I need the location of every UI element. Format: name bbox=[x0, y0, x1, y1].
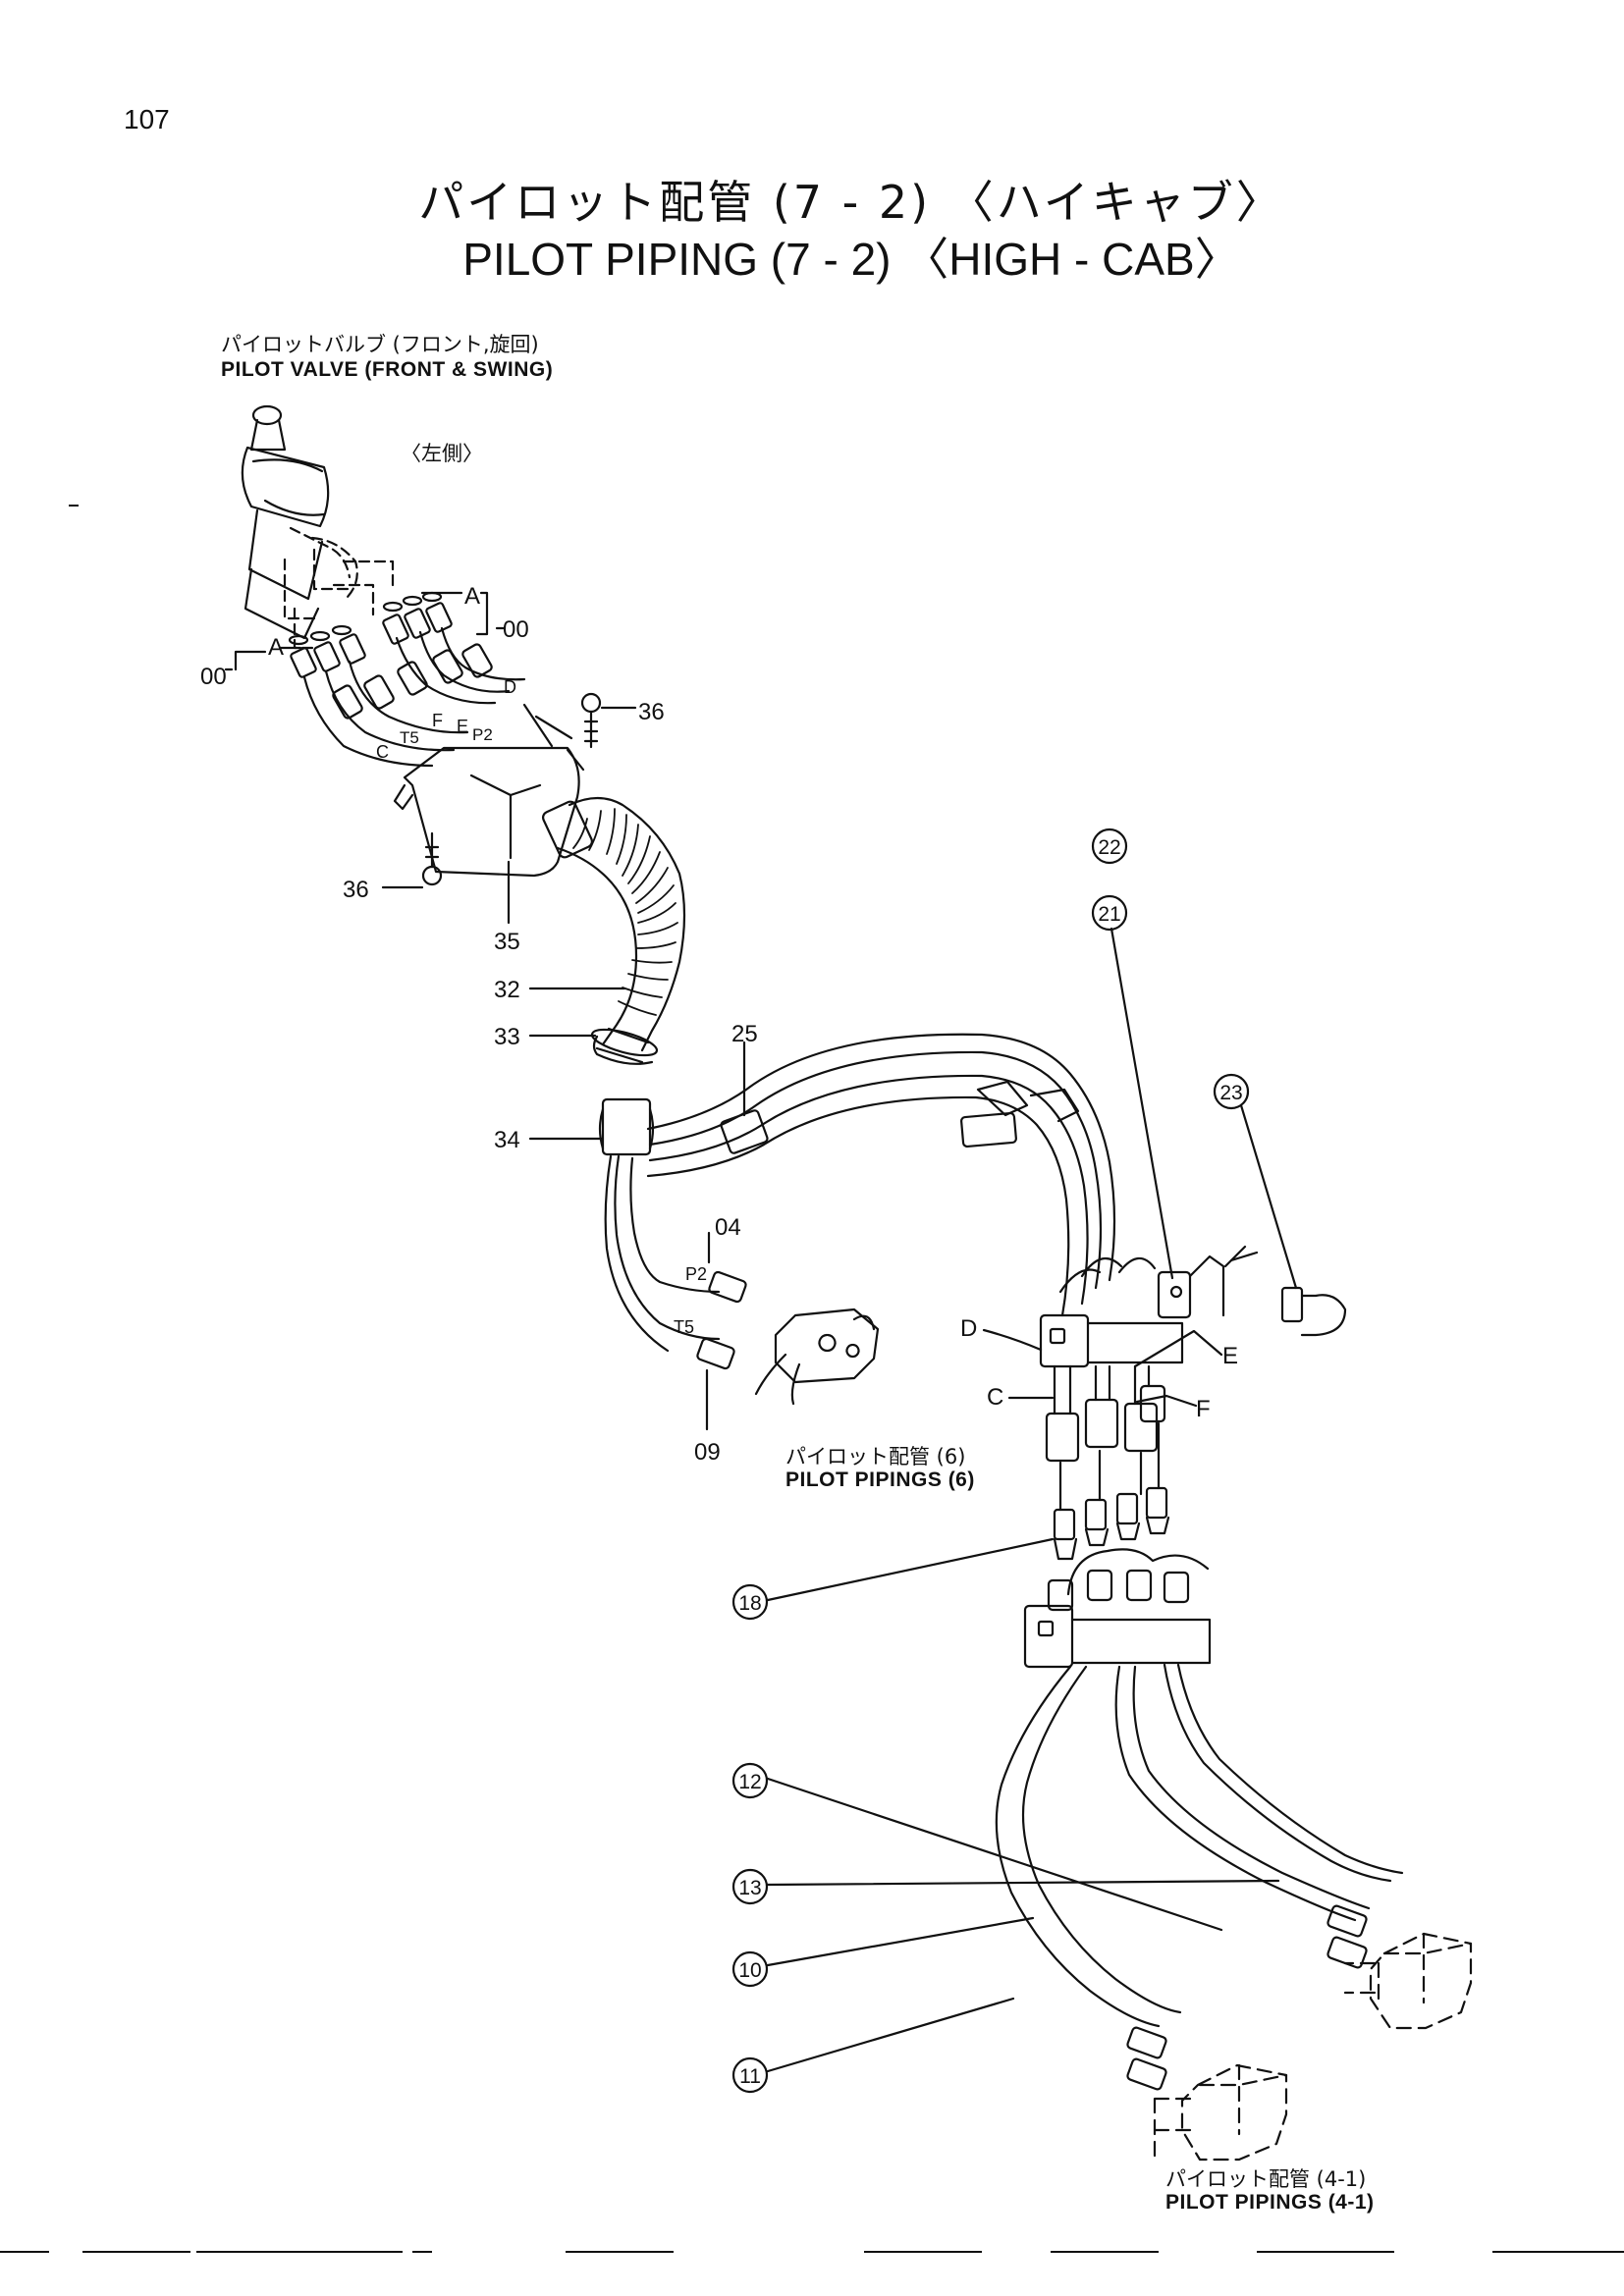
page-title-english: PILOT PIPING (7 - 2) 〈HIGH - CAB〉 bbox=[462, 234, 1240, 285]
callout-09: 09 bbox=[694, 1439, 721, 1466]
pilot-pipings-4-1-label-jp: パイロット配管 (4-1) bbox=[1165, 2167, 1367, 2191]
callout-36-right: 36 bbox=[638, 699, 665, 725]
circled-18: 18 bbox=[738, 1592, 761, 1615]
callout-p2: P2 bbox=[685, 1264, 708, 1284]
callout-leaders bbox=[766, 927, 1298, 2073]
callout-35: 35 bbox=[494, 929, 520, 955]
circled-23: 23 bbox=[1219, 1082, 1242, 1104]
pilot-pipings-4-1-label-en: PILOT PIPINGS (4-1) bbox=[1165, 2191, 1375, 2214]
callout-00-right: 00 bbox=[503, 616, 529, 643]
callout-p2-top: P2 bbox=[472, 725, 493, 744]
callout-circles bbox=[731, 828, 1250, 2094]
circled-12: 12 bbox=[738, 1771, 761, 1793]
pilot-pipings-6-label-jp: パイロット配管 (6) bbox=[785, 1445, 966, 1468]
callout-33: 33 bbox=[494, 1024, 520, 1050]
callout-a-right: A bbox=[464, 583, 481, 610]
callout-d: D bbox=[960, 1315, 978, 1342]
pilot-valve-label-jp: パイロットバルブ (フロント,旋回) bbox=[221, 333, 539, 356]
lower-clamp-and-pipes bbox=[995, 1548, 1473, 2162]
circled-21: 21 bbox=[1098, 903, 1120, 926]
corrugated-hose bbox=[528, 796, 686, 1065]
callout-34: 34 bbox=[494, 1127, 520, 1153]
callout-f-top: F bbox=[432, 711, 443, 730]
callout-04: 04 bbox=[715, 1214, 741, 1241]
circled-11: 11 bbox=[739, 2065, 761, 2088]
callout-c-top: C bbox=[376, 742, 389, 762]
callout-f: F bbox=[1196, 1396, 1211, 1422]
callout-e: E bbox=[1222, 1343, 1239, 1369]
circled-10: 10 bbox=[738, 1959, 761, 1982]
circled-22: 22 bbox=[1098, 836, 1120, 859]
pilot-valve-assembly bbox=[224, 404, 637, 925]
pilot-pipings-6-label-en: PILOT PIPINGS (6) bbox=[785, 1468, 975, 1491]
page-number: 107 bbox=[124, 104, 170, 134]
page-title-japanese: パイロット配管 (7 - 2) 〈ハイキャブ〉 bbox=[418, 176, 1284, 229]
callout-32: 32 bbox=[494, 977, 520, 1003]
circled-13: 13 bbox=[738, 1877, 761, 1899]
callout-00-left: 00 bbox=[200, 664, 227, 690]
pilot-valve-label-en: PILOT VALVE (FRONT & SWING) bbox=[221, 358, 554, 381]
callout-c: C bbox=[987, 1384, 1004, 1411]
callout-36-left: 36 bbox=[343, 877, 369, 903]
callout-a-left: A bbox=[268, 634, 285, 661]
junction-block bbox=[982, 1245, 1347, 1561]
callout-t5-top: T5 bbox=[400, 728, 419, 747]
left-side-label: 〈左側〉 bbox=[401, 442, 483, 465]
pipe-bundle bbox=[528, 1033, 1116, 1431]
